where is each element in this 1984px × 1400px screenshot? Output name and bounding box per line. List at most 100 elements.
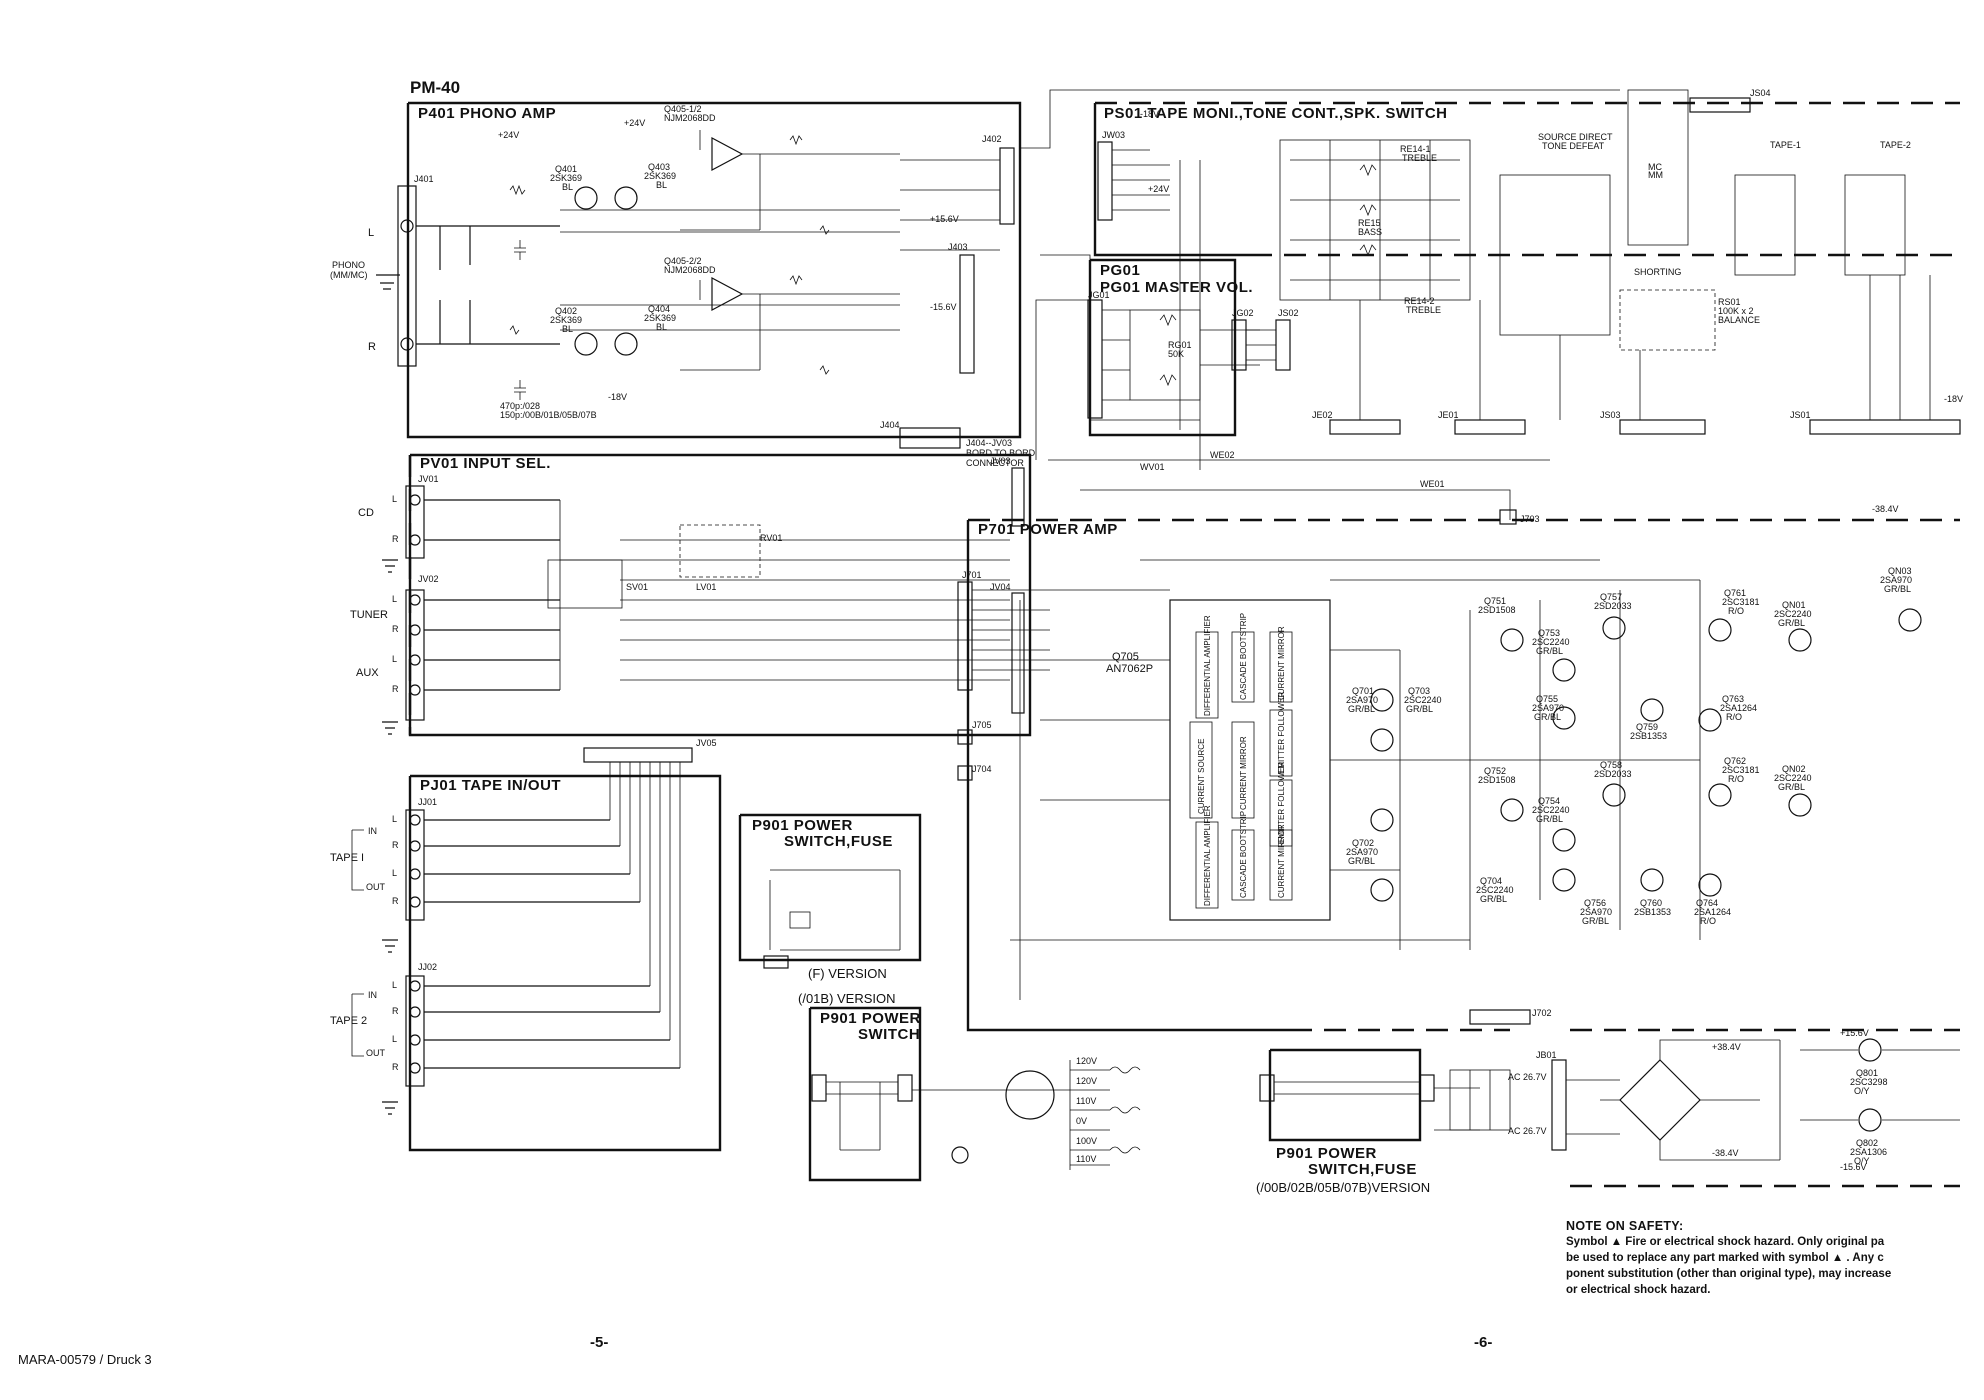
svg-text:DIFFERENTIAL AMPLIFIER: DIFFERENTIAL AMPLIFIER: [1203, 805, 1212, 906]
tape2-label: TAPE 2: [330, 1015, 367, 1027]
q405-2-opamp: Q405-2/2 NJM2068DD: [664, 256, 744, 311]
svg-text:R: R: [392, 624, 399, 634]
svg-text:TAPE-1: TAPE-1: [1770, 140, 1801, 150]
svg-text:2SA970: 2SA970: [1580, 907, 1612, 917]
p901-00b-title-1: P901 POWER: [1276, 1145, 1377, 1162]
svg-text:MC: MC: [1648, 162, 1662, 172]
svg-text:SOURCE DIRECT: SOURCE DIRECT: [1538, 132, 1613, 142]
svg-text:2SD1508: 2SD1508: [1478, 775, 1516, 785]
j401-label: J401: [414, 174, 434, 184]
svg-text:R: R: [392, 1006, 399, 1016]
svg-text:GR/BL: GR/BL: [1348, 856, 1375, 866]
phono-label-sub: (MM/MC): [330, 270, 368, 280]
input-sel-title: PV01 INPUT SEL.: [420, 455, 551, 472]
svg-text:+24V: +24V: [624, 118, 645, 128]
svg-text:R: R: [392, 896, 399, 906]
svg-text:2SD1508: 2SD1508: [1478, 605, 1516, 615]
svg-text:2SA970: 2SA970: [1346, 847, 1378, 857]
svg-text:Q752: Q752: [1484, 766, 1506, 776]
block-input-sel: PV01 INPUT SEL. JV01 CD L R JV02 TUNER A…: [350, 453, 1032, 763]
svg-text:-38.4V: -38.4V: [1712, 1148, 1739, 1158]
q404-fet: Q404 2SK369 BL: [614, 304, 676, 356]
svg-text:R: R: [392, 840, 399, 850]
svg-text:2SC2240: 2SC2240: [1404, 695, 1442, 705]
safety-note-line-2: be used to replace any part marked with …: [1566, 1252, 1884, 1264]
svg-text:RV01: RV01: [760, 533, 782, 543]
block-power-switch-f: P901 POWER SWITCH,FUSE (F) VERSION: [738, 813, 922, 981]
svg-text:+15.6V: +15.6V: [930, 214, 959, 224]
svg-text:QN01: QN01: [1782, 600, 1806, 610]
svg-text:Q704: Q704: [1480, 876, 1502, 886]
svg-text:AC 26.7V: AC 26.7V: [1508, 1072, 1547, 1082]
svg-text:BALANCE: BALANCE: [1718, 315, 1760, 325]
svg-text:2SK369: 2SK369: [644, 171, 676, 181]
block-tape-moni: PS01 TAPE MONI.,TONE CONT.,SPK. SWITCH J…: [1048, 88, 1961, 520]
svg-text:Q756: Q756: [1584, 898, 1606, 908]
p901-00b-title-2: SWITCH,FUSE: [1308, 1161, 1417, 1178]
svg-text:J403: J403: [948, 242, 968, 252]
svg-text:R: R: [392, 1062, 399, 1072]
tape-moni-title: PS01 TAPE MONI.,TONE CONT.,SPK. SWITCH: [1104, 105, 1448, 122]
svg-text:SV01: SV01: [626, 582, 648, 592]
svg-text:CURRENT MIRROR: CURRENT MIRROR: [1239, 736, 1248, 810]
svg-text:NJM2068DD: NJM2068DD: [664, 113, 716, 123]
block-power-switch-01b: (/01B) VERSION P901 POWER SWITCH 120V 12…: [798, 991, 1141, 1182]
svg-text:Q762: Q762: [1724, 756, 1746, 766]
ic-internal-blocks: DIFFERENTIAL AMPLIFIER CASCADE BOOTSTRIP…: [1189, 613, 1293, 909]
svg-text:-15.6V: -15.6V: [1840, 1162, 1867, 1172]
svg-text:-18V: -18V: [608, 392, 627, 402]
tape-io-title: PJ01 TAPE IN/OUT: [420, 777, 561, 794]
o0b-version-label: (/00B/02B/05B/07B)VERSION: [1256, 1180, 1430, 1195]
svg-text:GR/BL: GR/BL: [1582, 916, 1609, 926]
q705-label: Q705: [1112, 651, 1139, 663]
svg-text:J404: J404: [880, 420, 900, 430]
svg-text:J404--JV03: J404--JV03: [966, 438, 1012, 448]
safety-note-line-1: Symbol ▲ Fire or electrical shock hazard…: [1566, 1236, 1885, 1248]
svg-text:DIFFERENTIAL AMPLIFIER: DIFFERENTIAL AMPLIFIER: [1203, 615, 1212, 716]
svg-text:Q403: Q403: [648, 162, 670, 172]
svg-text:RE15: RE15: [1358, 218, 1381, 228]
svg-text:Q757: Q757: [1600, 592, 1622, 602]
svg-text:2SC2240: 2SC2240: [1532, 637, 1570, 647]
block-power-switch-00b: P901 POWER SWITCH,FUSE (/00B/02B/05B/07B…: [1256, 1028, 1960, 1195]
svg-text:GR/BL: GR/BL: [1480, 894, 1507, 904]
svg-text:2SD2033: 2SD2033: [1594, 769, 1632, 779]
svg-text:JG02: JG02: [1232, 308, 1254, 318]
svg-text:J701: J701: [962, 570, 982, 580]
svg-text:O/Y: O/Y: [1854, 1156, 1870, 1166]
svg-text:JG01: JG01: [1088, 290, 1110, 300]
board-connectors: J404 J404--JV03 BORD TO BORD CONNECTOR J…: [880, 89, 1620, 468]
svg-text:J702: J702: [1532, 1008, 1552, 1018]
q402-fet: Q402 2SK369 BL: [550, 306, 598, 356]
svg-text:Q764: Q764: [1696, 898, 1718, 908]
svg-text:Q405-2/2: Q405-2/2: [664, 256, 702, 266]
svg-text:2SA1264: 2SA1264: [1720, 703, 1757, 713]
svg-text:-18V: -18V: [1944, 394, 1963, 404]
svg-text:WE02: WE02: [1210, 450, 1235, 460]
svg-text:Q754: Q754: [1538, 796, 1560, 806]
svg-text:110V: 110V: [1076, 1154, 1096, 1164]
svg-text:OUT: OUT: [366, 1048, 386, 1058]
svg-text:RE14-2: RE14-2: [1404, 296, 1435, 306]
svg-text:2SC3181: 2SC3181: [1722, 597, 1760, 607]
safety-note-line-4: or electrical shock hazard.: [1566, 1284, 1711, 1296]
svg-text:J703: J703: [1520, 514, 1540, 524]
svg-text:2SK369: 2SK369: [644, 313, 676, 323]
svg-text:110V: 110V: [1076, 1096, 1096, 1106]
svg-text:QN02: QN02: [1782, 764, 1806, 774]
svg-text:150p:/00B/01B/05B/07B: 150p:/00B/01B/05B/07B: [500, 410, 597, 420]
svg-text:100V: 100V: [1076, 1136, 1097, 1146]
svg-text:2SB1353: 2SB1353: [1630, 731, 1667, 741]
svg-text:120V: 120V: [1076, 1076, 1097, 1086]
svg-text:SHORTING: SHORTING: [1634, 267, 1681, 277]
p901-f-title-1: P901 POWER: [752, 817, 853, 834]
svg-text:JB01: JB01: [1536, 1050, 1557, 1060]
svg-text:BASS: BASS: [1358, 227, 1382, 237]
svg-text:Q753: Q753: [1538, 628, 1560, 638]
svg-text:Q701: Q701: [1352, 686, 1374, 696]
p901-01b-title-1: P901 POWER: [820, 1010, 921, 1027]
phono-l: L: [368, 227, 374, 239]
svg-text:LV01: LV01: [696, 582, 716, 592]
svg-text:JS02: JS02: [1278, 308, 1299, 318]
